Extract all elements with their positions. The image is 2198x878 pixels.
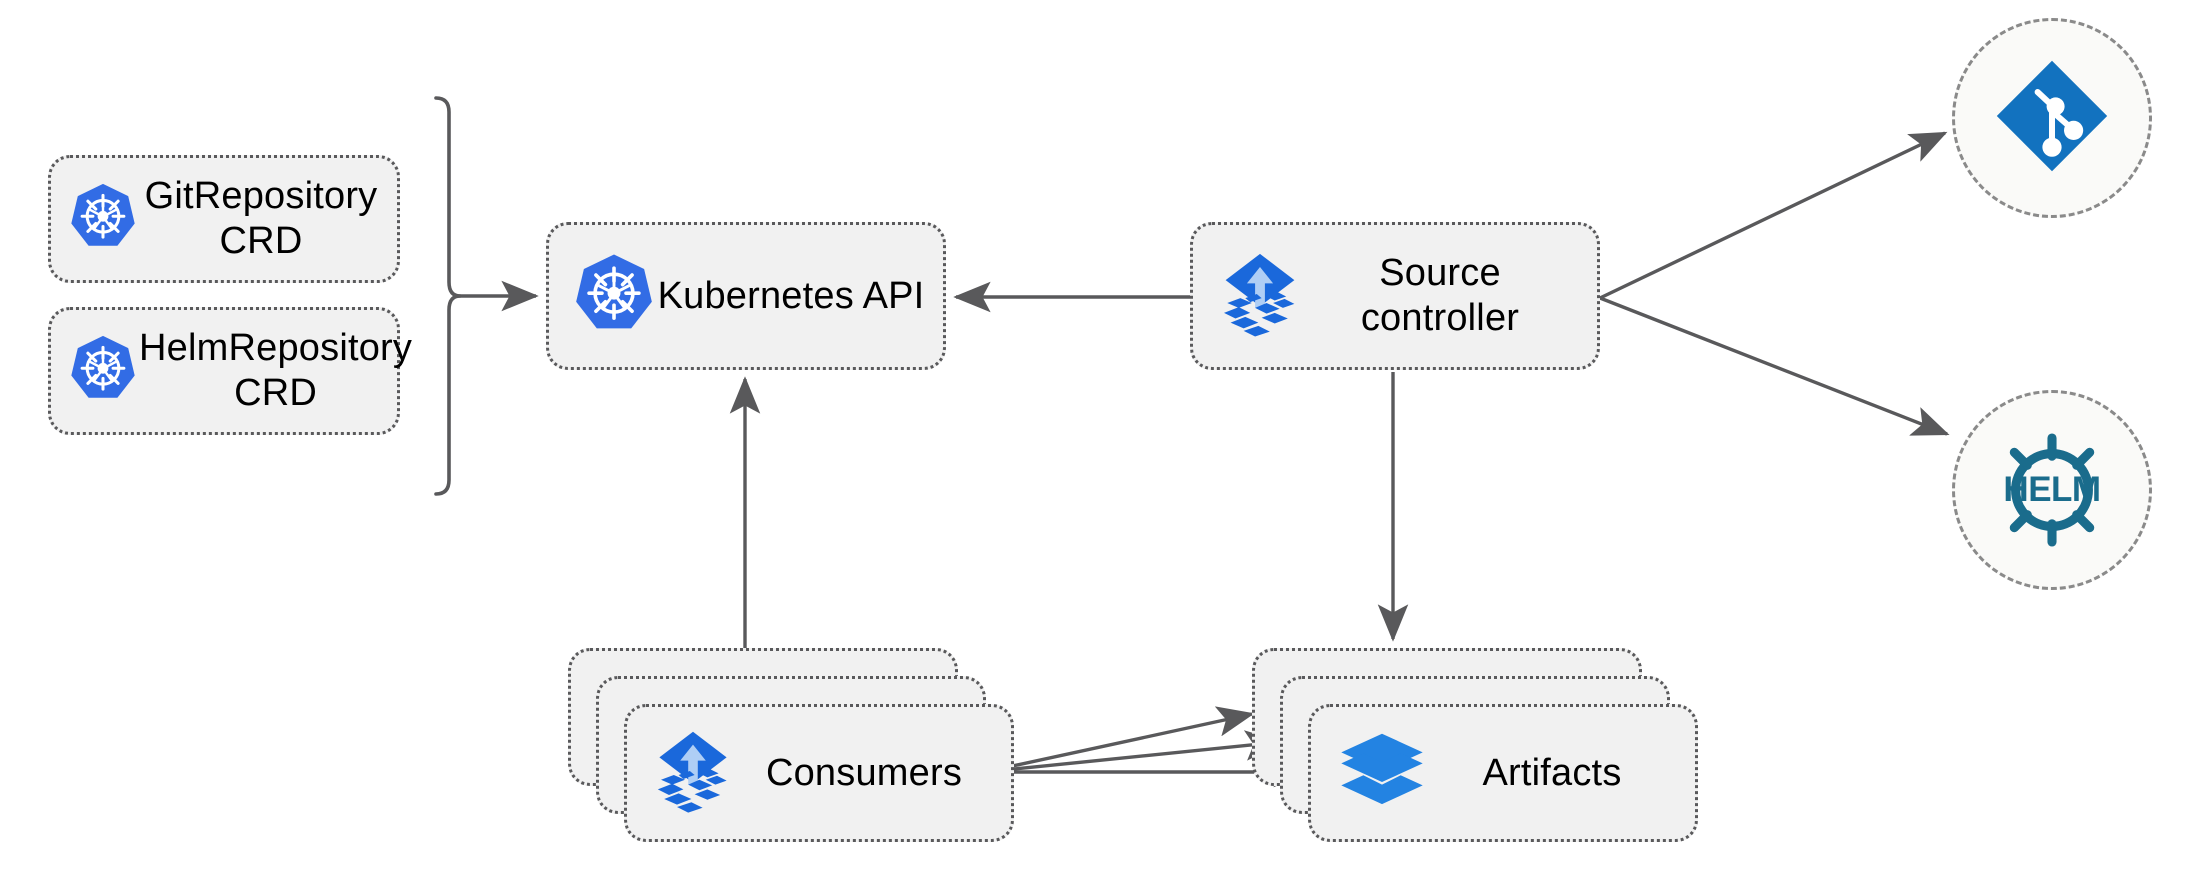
flux-icon [653,727,733,820]
kubernetes-icon [67,333,139,410]
node-label: GitRepository CRD [144,175,378,262]
layers-icon [1339,732,1425,815]
node-source-controller[interactable]: Source controller [1190,222,1600,370]
node-label: Source controller [1360,252,1520,339]
node-label: Artifacts [1482,751,1622,794]
kubernetes-icon [571,251,657,342]
crd-group-bracket [434,96,462,496]
helm-icon: HELM [1987,425,2117,555]
edge-source-controller-to-git [1599,131,1948,300]
node-label: Kubernetes API [657,274,925,317]
node-kubernetes-api[interactable]: Kubernetes API [546,222,946,370]
node-git-source[interactable] [1952,18,2152,218]
flux-icon [1219,249,1301,344]
edge-consumers-to-artifacts-1 [984,706,1255,774]
helm-wordmark: HELM [2003,470,2101,509]
node-helmrepository-crd[interactable]: HelmRepository CRD [48,307,412,435]
node-artifacts[interactable]: Artifacts [1308,704,1698,842]
node-gitrepository-crd[interactable]: GitRepository CRD [48,155,400,283]
git-icon [1992,56,2112,181]
node-label: Consumers [765,751,963,794]
edge-source-controller-to-helm [1599,296,1950,436]
node-consumers[interactable]: Consumers [624,704,1014,842]
node-label: HelmRepository CRD [139,327,413,414]
edge-consumers-to-artifacts-2 [984,730,1283,774]
kubernetes-icon [67,181,139,258]
node-helm-source[interactable]: HELM [1952,390,2152,590]
